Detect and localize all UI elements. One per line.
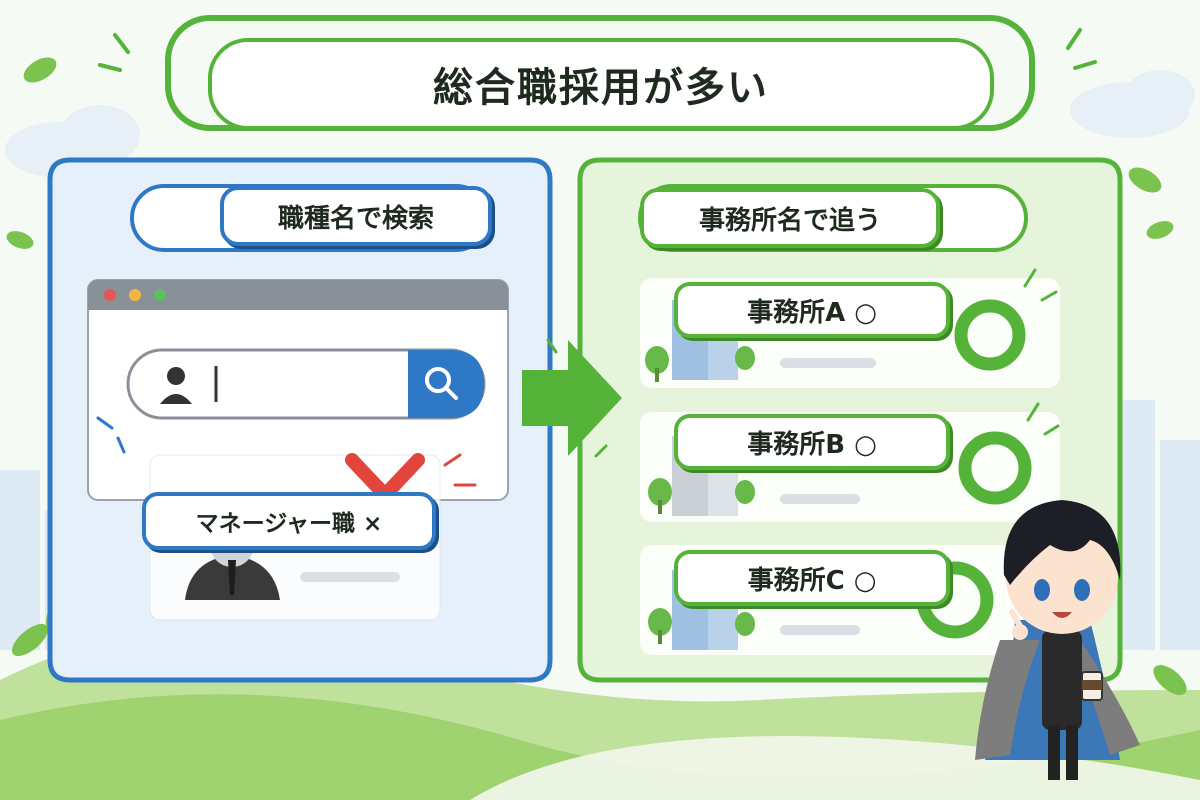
arrow-right [522, 340, 622, 456]
page-title: 総合職採用が多い [433, 65, 769, 111]
search-button-bg [408, 350, 484, 418]
office-a-text: 事務所A ○ [747, 297, 877, 328]
left-header-tag: 職種名で検索 [220, 186, 492, 246]
sparkles [98, 28, 1097, 72]
right-header-tag: 事務所名で追う [640, 188, 940, 248]
blue-ticks [96, 416, 126, 454]
result-label-tag: マネージャー職 × [142, 492, 436, 550]
search-input[interactable] [226, 366, 402, 402]
office-b-label: 事務所B ○ [674, 414, 950, 470]
dot-green [154, 289, 166, 301]
result-label-text: マネージャー職 × [195, 511, 383, 537]
magnifier-icon [425, 367, 451, 393]
office-c-text: 事務所C ○ [747, 565, 877, 596]
search-button[interactable] [408, 350, 484, 418]
office-a-label: 事務所A ○ [674, 282, 950, 338]
dot-red [104, 289, 116, 301]
person-icon [167, 367, 185, 385]
hill-front [0, 694, 1200, 800]
office-b-text: 事務所B ○ [747, 429, 877, 460]
office-c-label: 事務所C ○ [674, 550, 950, 606]
dot-yellow [129, 289, 141, 301]
right-header-text: 事務所名で追う [698, 205, 881, 236]
left-header-text: 職種名で検索 [277, 203, 434, 234]
character-illustration [975, 500, 1140, 780]
title-banner: 総合職採用が多い [208, 38, 994, 130]
